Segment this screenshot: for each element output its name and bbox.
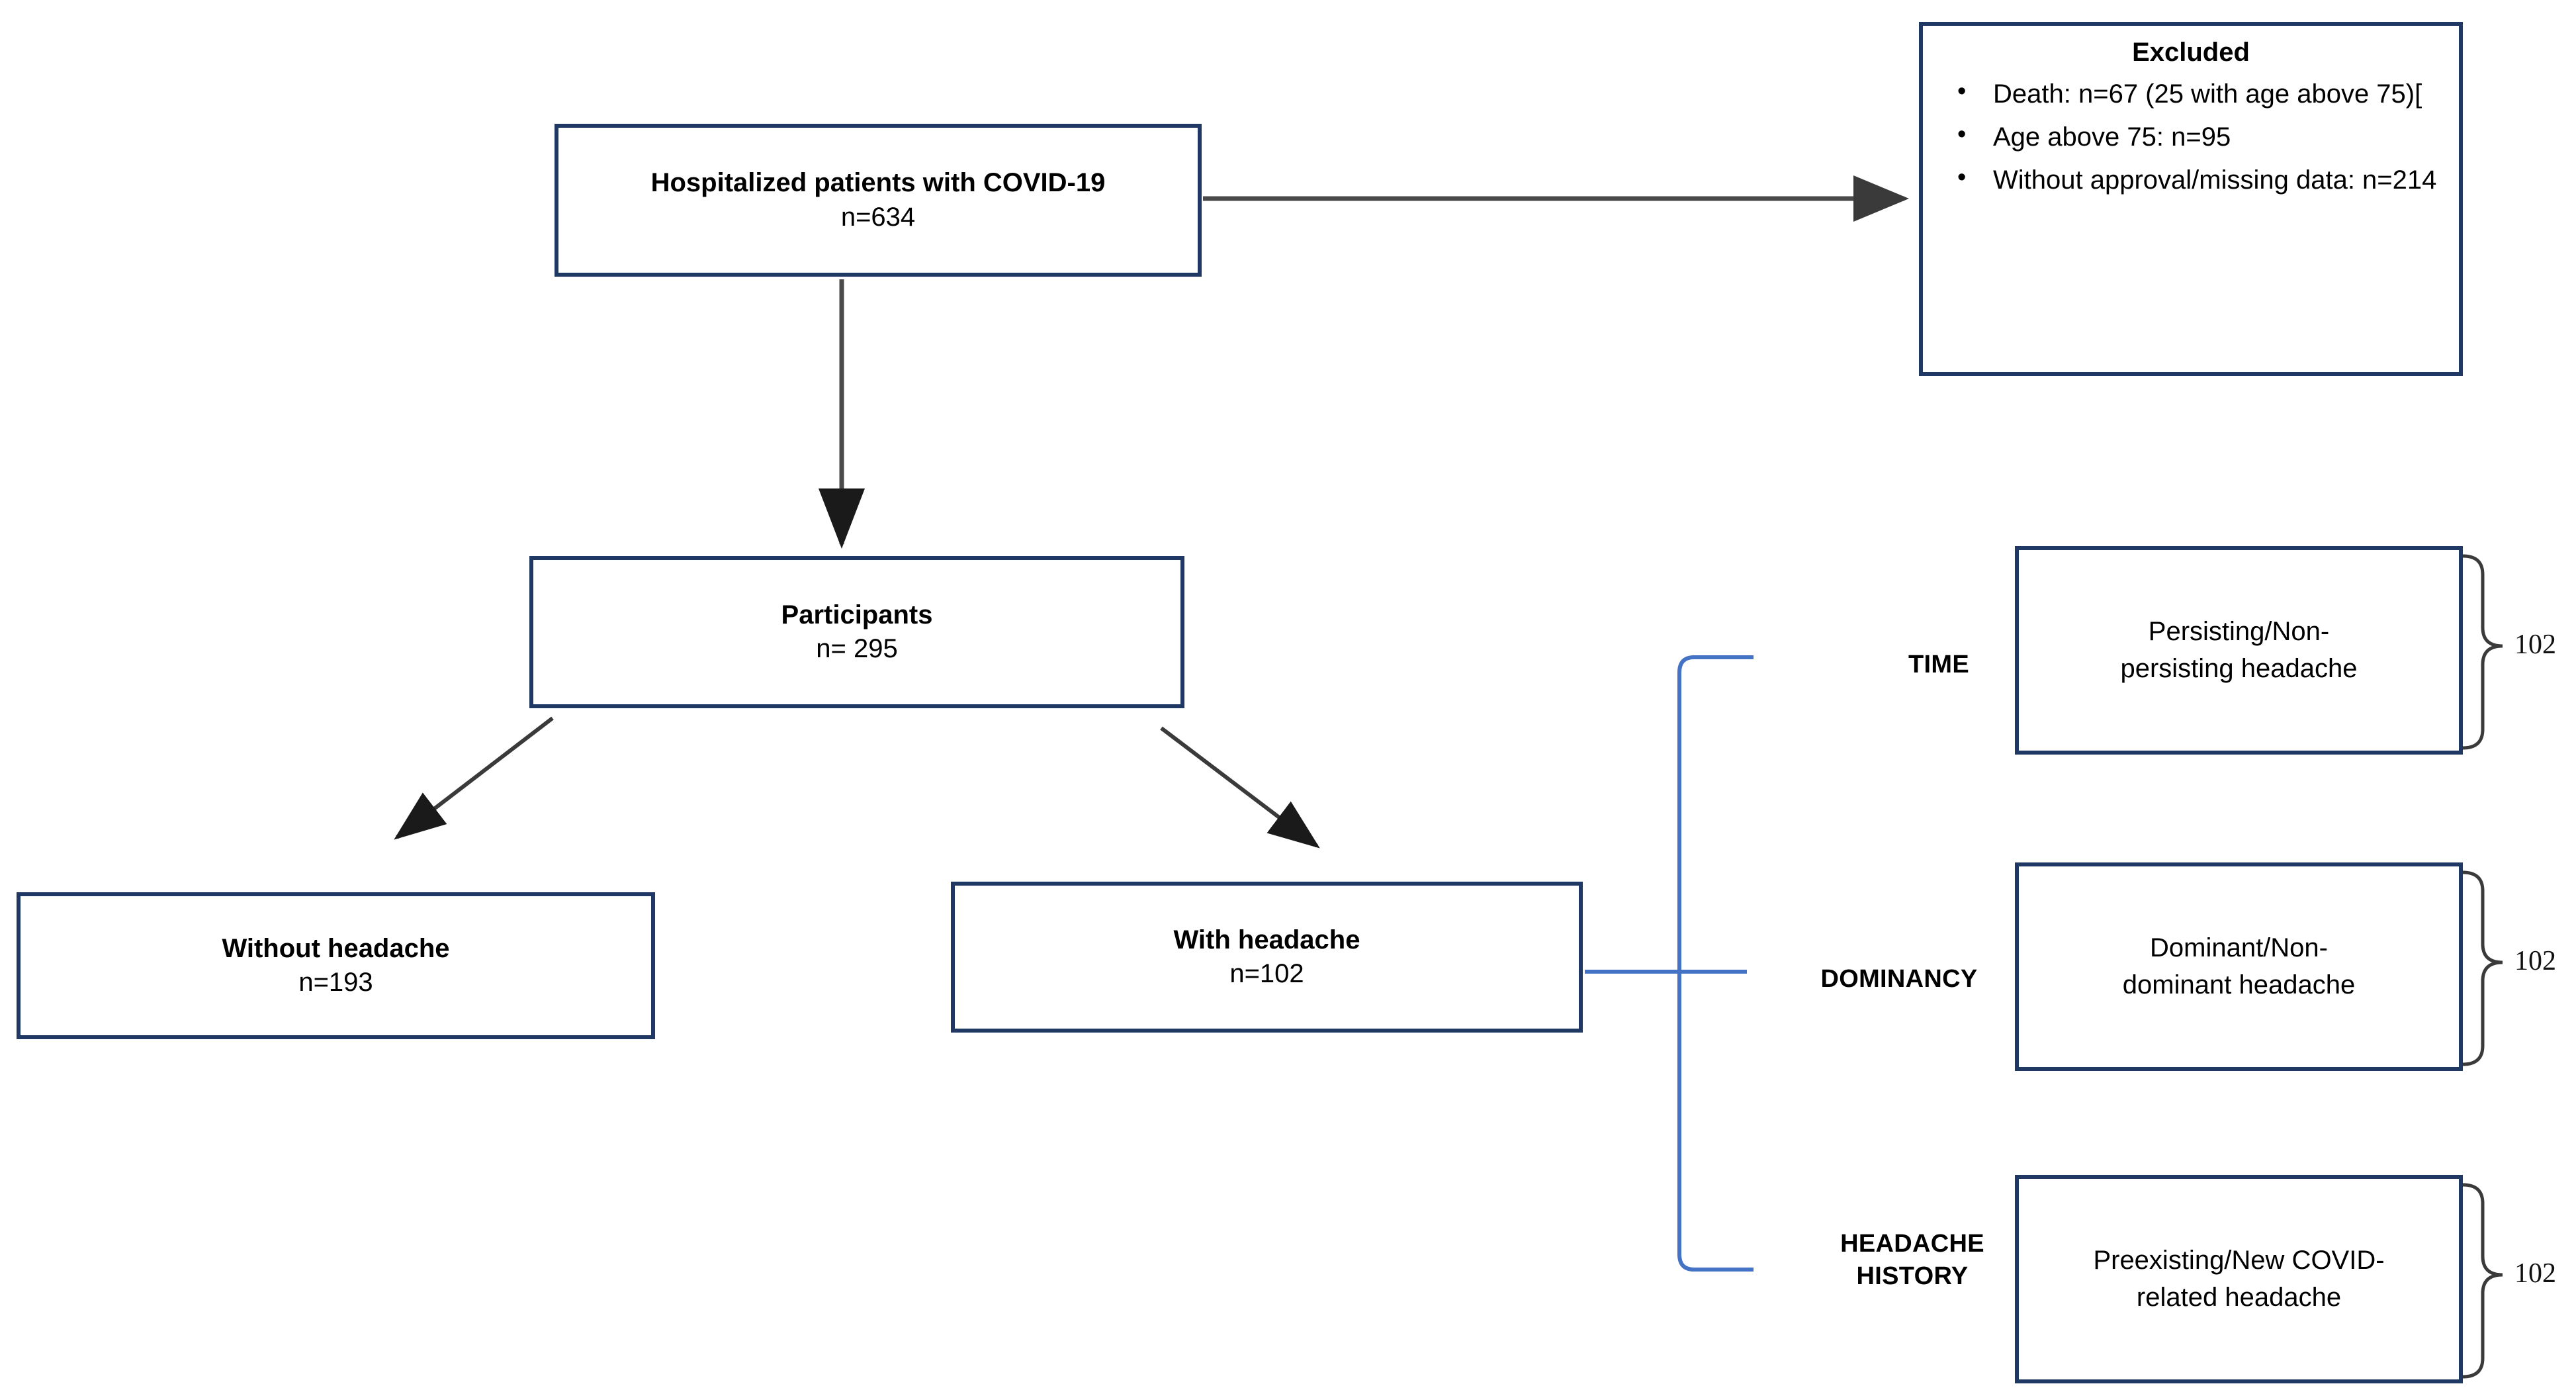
node-with-headache[interactable]: With headache n=102 [951,882,1583,1033]
category-label-line: HEADACHE [1840,1230,1984,1258]
hospitalized-count: n=634 [840,202,916,232]
list-item: • Without approval/missing data: n=214 [1945,160,2442,201]
excluded-reasons-list: • Death: n=67 (25 with age above 75)[ • … [1923,74,2459,203]
node-category-headache-history[interactable]: Preexisting/New COVID- related headache [2015,1175,2463,1383]
without-headache-count: n=193 [298,968,373,997]
category-label-line: TIME [1908,651,1969,678]
node-hospitalized-patients[interactable]: Hospitalized patients with COVID-19 n=63… [555,124,1202,277]
list-item: • Age above 75: n=95 [1945,117,2442,158]
arrow-participants-to-without-headache [394,716,554,840]
excluded-reason-text: Age above 75: n=95 [1993,122,2231,152]
count-value: 102 [2514,629,2556,660]
count-value: 102 [2514,946,2556,976]
excluded-reason-text: Without approval/missing data: n=214 [1993,165,2437,195]
category-headache-history-line2: related headache [2136,1282,2342,1312]
category-label-headache-history: HEADACHE HISTORY [1813,1228,2012,1293]
brace-headache-history [2462,1183,2503,1379]
bullet-icon: • [1957,163,1967,191]
brace-time [2462,554,2503,750]
without-headache-title: Without headache [222,933,450,963]
node-without-headache[interactable]: Without headache n=193 [17,892,655,1039]
category-time-count: 102 [2514,629,2556,661]
bullet-icon: • [1957,120,1967,148]
participants-count: n= 295 [816,634,898,663]
with-headache-title: With headache [1173,925,1360,954]
category-time-line2: persisting headache [2120,653,2358,683]
node-category-time[interactable]: Persisting/Non- persisting headache [2015,546,2463,755]
excluded-title: Excluded [2132,38,2250,67]
category-label-time: TIME [1840,649,2038,681]
category-label-line: HISTORY [1856,1262,1969,1291]
excluded-reason-text: Death: n=67 (25 with age above 75)[ [1993,79,2422,109]
arrow-participants-to-with-headache [1160,726,1320,849]
category-label-line: DOMINANCY [1820,965,1978,993]
count-value: 102 [2514,1258,2556,1289]
category-label-dominancy: DOMINANCY [1787,963,2012,996]
category-dominancy-count: 102 [2514,945,2556,977]
list-item: • Death: n=67 (25 with age above 75)[ [1945,74,2442,115]
participants-title: Participants [781,600,933,629]
category-headache-history-line1: Preexisting/New COVID- [2093,1246,2385,1275]
node-excluded[interactable]: Excluded • Death: n=67 (25 with age abov… [1919,22,2463,376]
node-category-dominancy[interactable]: Dominant/Non- dominant headache [2015,862,2463,1071]
category-dominancy-line2: dominant headache [2122,970,2356,999]
brace-dominancy [2462,870,2503,1066]
node-participants[interactable]: Participants n= 295 [529,556,1184,708]
hospitalized-title: Hospitalized patients with COVID-19 [650,168,1106,198]
blue-grouping-bracket [1585,655,1754,1272]
category-dominancy-line1: Dominant/Non- [2149,933,2328,963]
category-time-line1: Persisting/Non- [2148,617,2330,647]
bullet-icon: • [1957,77,1967,105]
category-headache-history-count: 102 [2514,1258,2556,1289]
with-headache-count: n=102 [1229,959,1304,988]
